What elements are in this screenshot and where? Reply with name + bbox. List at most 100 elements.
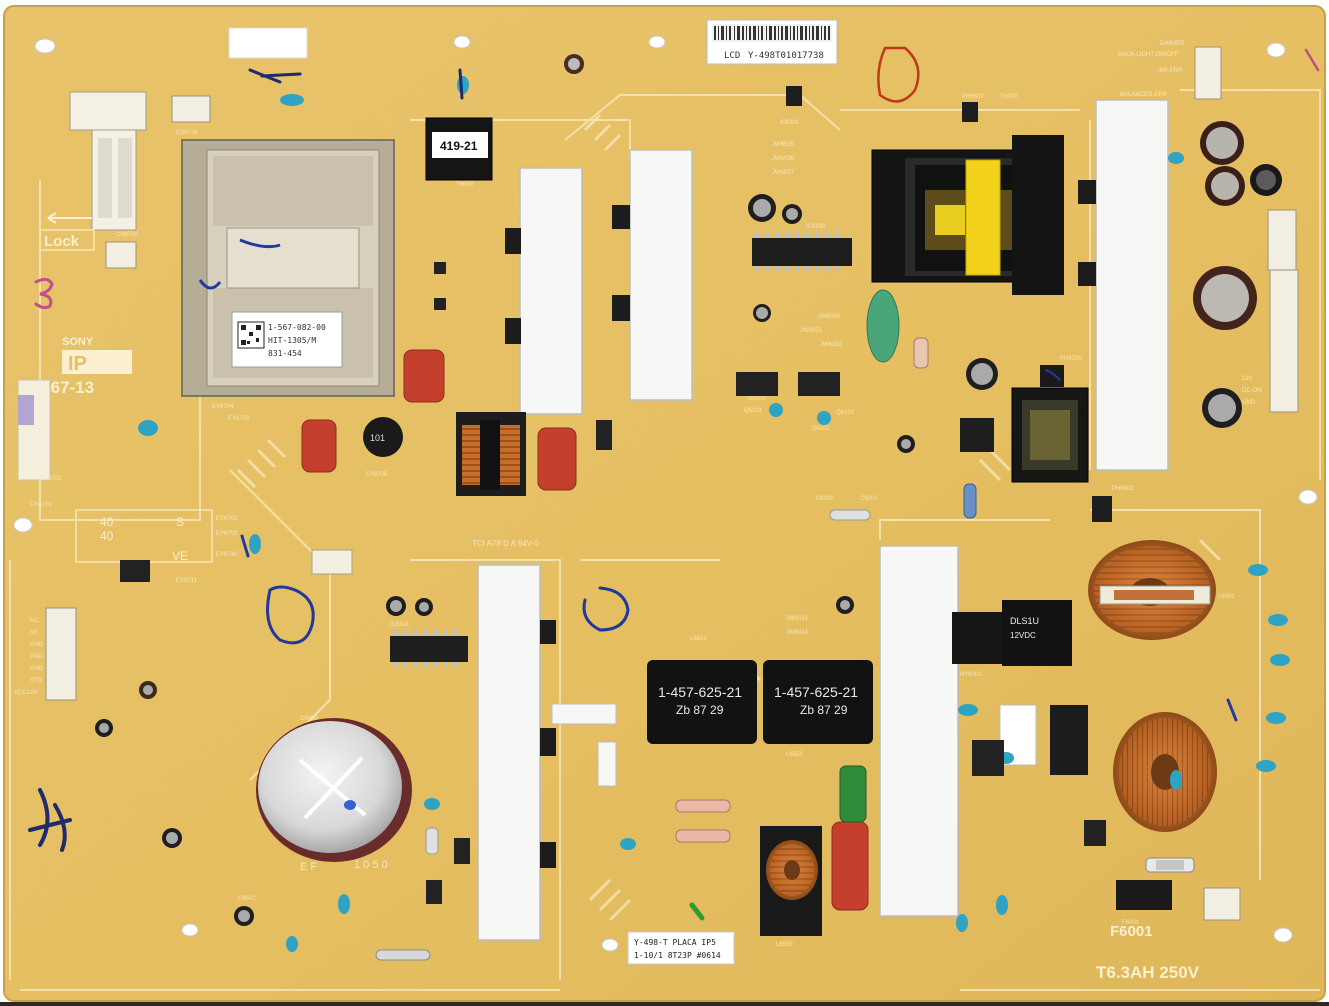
film-capacitors <box>301 349 869 911</box>
right-connector-labels: DIMMER BACK-LIGHT-ON/OFF INV-ERR BALANCE… <box>1118 41 1262 406</box>
ref-label: JW6050 <box>818 314 841 320</box>
placa-line-2: 1-10/1 8T23P #0614 <box>634 951 721 960</box>
ref-label: Q6102 <box>836 410 855 416</box>
ref-label: IC6301 <box>780 120 800 126</box>
standby-transformer <box>1011 365 1089 483</box>
ref-label: EY6710 <box>216 552 238 558</box>
fuse-f6001 <box>1145 857 1195 873</box>
ref-label: JW6051 <box>800 328 823 334</box>
bottom-edge <box>0 1002 1329 1006</box>
ref-label: JW6015 <box>786 616 809 622</box>
main-transformer: 1-567-082-00 HIT-1305/M 831-454 <box>181 139 395 397</box>
electrolytic-caps <box>95 54 1282 926</box>
inductor-101-label: 101 <box>370 433 385 443</box>
trafo-label: 419-21 <box>440 139 478 153</box>
pin-label: STB <box>30 678 42 684</box>
ref-label: IC6501 <box>390 622 410 628</box>
ref-label: PH6300 <box>962 94 984 100</box>
mounting-holes <box>13 35 1318 952</box>
ul-mark: TCI A78 D A 94V-0 <box>472 539 539 548</box>
placa-line-1: Y-498-T PLACA IP5 <box>634 938 716 947</box>
ref-label: T6600 <box>456 182 474 188</box>
inductor-l6551: 1-457-625-21 Zb 87 29 <box>647 660 757 744</box>
ref-label: D6101 <box>812 426 830 432</box>
ref-label: EY6705 <box>366 472 388 478</box>
jumper-40-2: 40 <box>100 529 114 543</box>
conn-label: DIMMER <box>1160 41 1185 47</box>
connector-pin-labels: NC NC GND GND GND STB VCC12V <box>14 618 44 696</box>
sony-label: SONY <box>62 336 94 348</box>
heatsink-1 <box>519 167 583 415</box>
ref-label: L6551 <box>690 636 707 642</box>
common-mode-choke <box>456 412 526 496</box>
side-sticker-mark <box>18 395 34 425</box>
ref-label: EY6703 <box>216 531 238 537</box>
pin-label: VCC12V <box>14 690 37 696</box>
heatsink-tab <box>597 741 617 787</box>
ref-label: CN6701 <box>30 502 53 508</box>
ref-label: IC6100 <box>806 224 826 230</box>
ceramic-caps <box>138 76 1290 952</box>
board-id: IP <box>68 353 87 375</box>
ref-label: L6550 <box>776 942 793 948</box>
ref-label: F6001 <box>1122 920 1140 926</box>
bulk-capacitor: E F 1 0 5 0 <box>256 718 412 873</box>
ref-label: C6500 <box>300 716 318 722</box>
pin-label: NC <box>30 630 39 636</box>
ref-label: JW6052 <box>820 342 843 348</box>
x-cap-2 <box>1050 705 1088 775</box>
conn-label: GND <box>1242 400 1256 406</box>
ref-label: D6100 <box>748 396 766 402</box>
heatsink-5 <box>879 545 959 917</box>
ref-label: JW6037 <box>772 170 795 176</box>
lcd-sticker: LCD Y-498T01017738 <box>706 19 838 65</box>
inductor-2-part: 1-457-625-21 <box>774 684 858 700</box>
resistors <box>311 337 977 961</box>
ref-label: EY6704 <box>212 404 234 410</box>
ref-label: L6552 <box>786 752 803 758</box>
ref-label: PH6302 <box>1112 486 1134 492</box>
inductor-l6552: 1-457-625-21 Zb 87 29 <box>763 660 873 744</box>
jumper-s: S <box>176 515 184 529</box>
pin-label: NC <box>30 618 39 624</box>
blank-label <box>228 27 308 59</box>
inductor-1-code: Zb 87 29 <box>676 703 724 717</box>
ref-label: C6200 <box>816 496 834 502</box>
relay-model: DLS1U <box>1010 616 1039 626</box>
ref-label: EY6700 <box>228 416 250 422</box>
jumper-40-1: 40 <box>100 515 114 529</box>
right-connectors <box>45 46 1299 921</box>
ref-label: C6201 <box>860 496 878 502</box>
transformer-model: HIT-1305/M <box>268 336 316 345</box>
jumper-ve: VE <box>172 549 188 563</box>
hv1-connector <box>105 241 137 269</box>
ip-badge <box>62 350 132 374</box>
ref-label: EY6711 <box>176 578 198 584</box>
cn6705-connector <box>171 95 211 123</box>
fuse-ref: F6001 <box>1110 923 1153 940</box>
pin-label: GND <box>30 654 44 660</box>
ref-label: T6300 <box>1000 94 1018 100</box>
ref-label: EY6702 <box>216 516 238 522</box>
conn-label: DC-ON <box>1242 388 1262 394</box>
ref-label: PH6200 <box>1060 356 1082 362</box>
ref-label: JW6014 <box>786 630 809 636</box>
lcd-prefix: LCD <box>724 51 740 61</box>
lock-marking: Lock <box>39 212 95 251</box>
toroid-2 <box>1113 712 1217 832</box>
inductor-1-part: 1-457-625-21 <box>658 684 742 700</box>
ref-label: CN6705 <box>176 130 199 136</box>
conn-label: BACK-LIGHT-ON/OFF <box>1118 52 1179 58</box>
conn-label: INV-ERR <box>1158 68 1183 74</box>
ref-label: C6501 <box>238 896 256 902</box>
heatsink-4 <box>477 564 541 941</box>
x-capacitor <box>1116 880 1172 910</box>
hv-connector <box>69 91 147 231</box>
ic-chips <box>390 86 1112 668</box>
relay-ry6001: DLS1U 12VDC <box>952 600 1072 666</box>
ref-label: EY6701 <box>40 476 62 482</box>
small-transformer: 419-21 <box>425 117 493 181</box>
placa-label: Y-498-T PLACA IP5 1-10/1 8T23P #0614 <box>627 931 735 965</box>
